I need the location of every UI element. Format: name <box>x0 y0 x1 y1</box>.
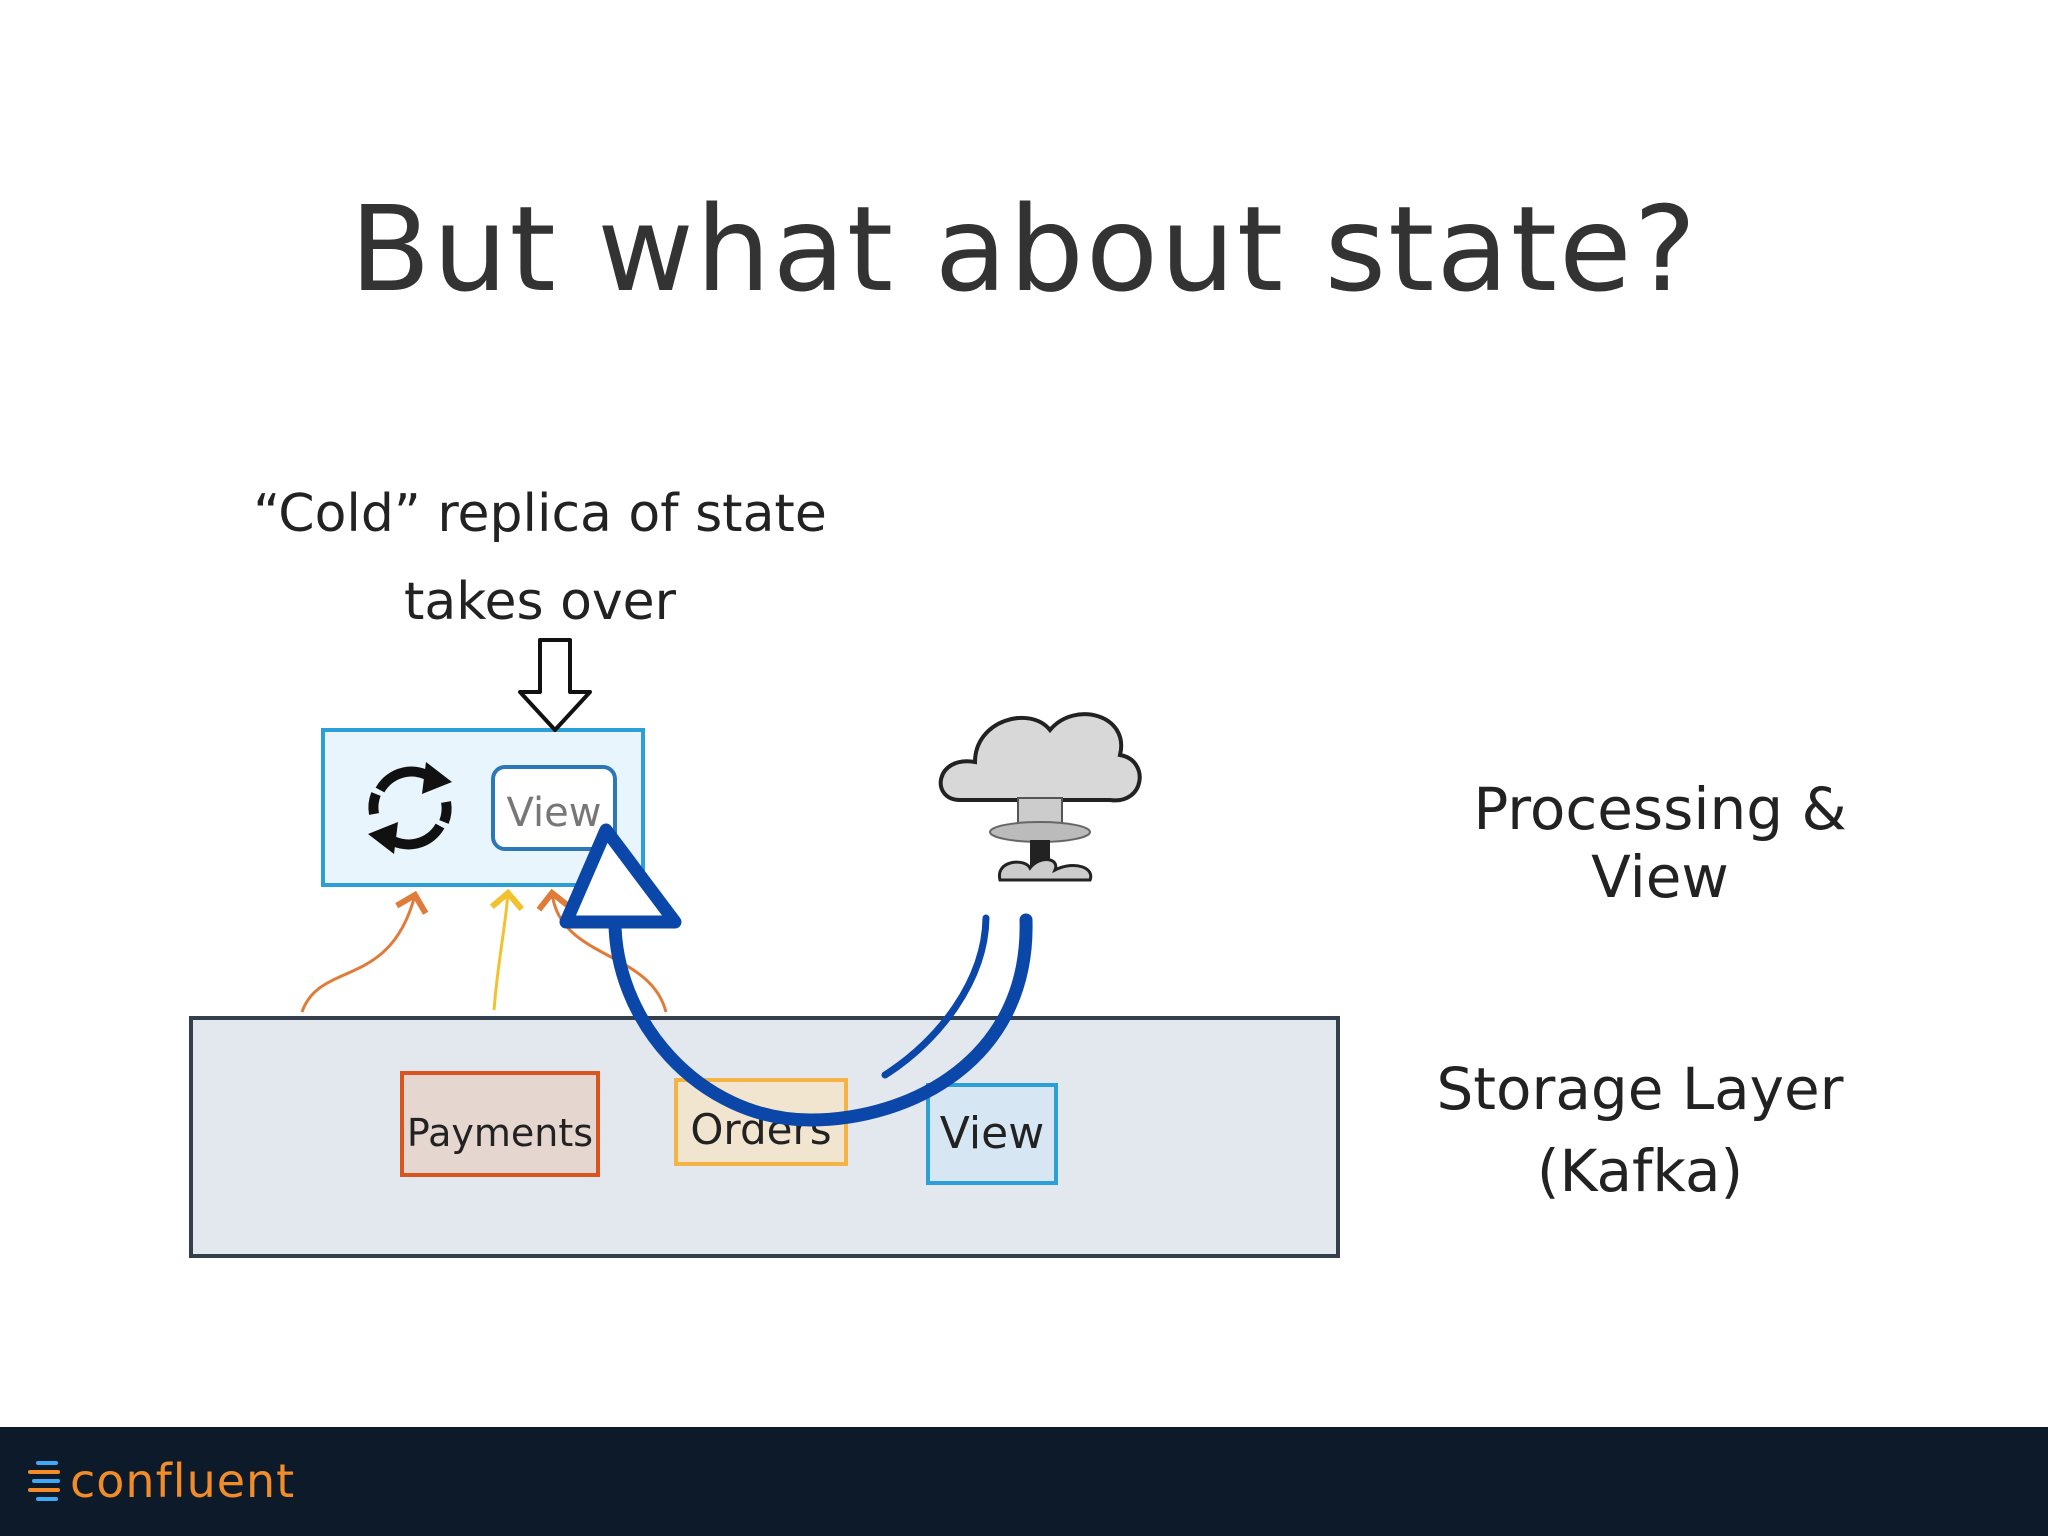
mushroom-cloud-icon <box>938 712 1142 882</box>
view-topic-label: View <box>940 1108 1044 1159</box>
confluent-logo: confluent <box>26 1449 295 1513</box>
storage-layer-label-line-1: Storage Layer <box>1436 1055 1844 1123</box>
down-arrow-icon <box>518 638 592 732</box>
storage-layer-label: Storage Layer (Kafka) <box>1420 1048 1860 1212</box>
payments-flow-arrow <box>300 890 429 1013</box>
slide-title: But what about state? <box>349 180 1699 318</box>
cold-replica-annotation: “Cold” replica of state takes over <box>230 470 850 646</box>
view-flow-arrow <box>536 888 668 1013</box>
diagram: Payments Orders View View <box>189 638 1340 1258</box>
footer-bar: confluent <box>0 1427 2048 1536</box>
payments-topic-label: Payments <box>407 1111 593 1155</box>
storage-layer-label-line-2: (Kafka) <box>1536 1137 1744 1205</box>
view-topic-box <box>926 1083 1058 1185</box>
processing-layer-label: Processing & View <box>1473 775 1847 911</box>
payments-topic-box <box>400 1071 600 1177</box>
orders-flow-arrow <box>489 888 525 1011</box>
view-state-box <box>491 765 617 851</box>
failover-arrow-icon <box>559 823 1033 1127</box>
view-state-label: View <box>507 790 602 836</box>
confluent-logo-mark-icon <box>26 1459 66 1503</box>
annotation-line-2: takes over <box>403 572 677 632</box>
confluent-logo-text: confluent <box>70 1454 296 1508</box>
refresh-icon <box>368 762 452 854</box>
storage-layer-box <box>189 1016 1340 1258</box>
annotation-line-1: “Cold” replica of state <box>253 484 827 544</box>
